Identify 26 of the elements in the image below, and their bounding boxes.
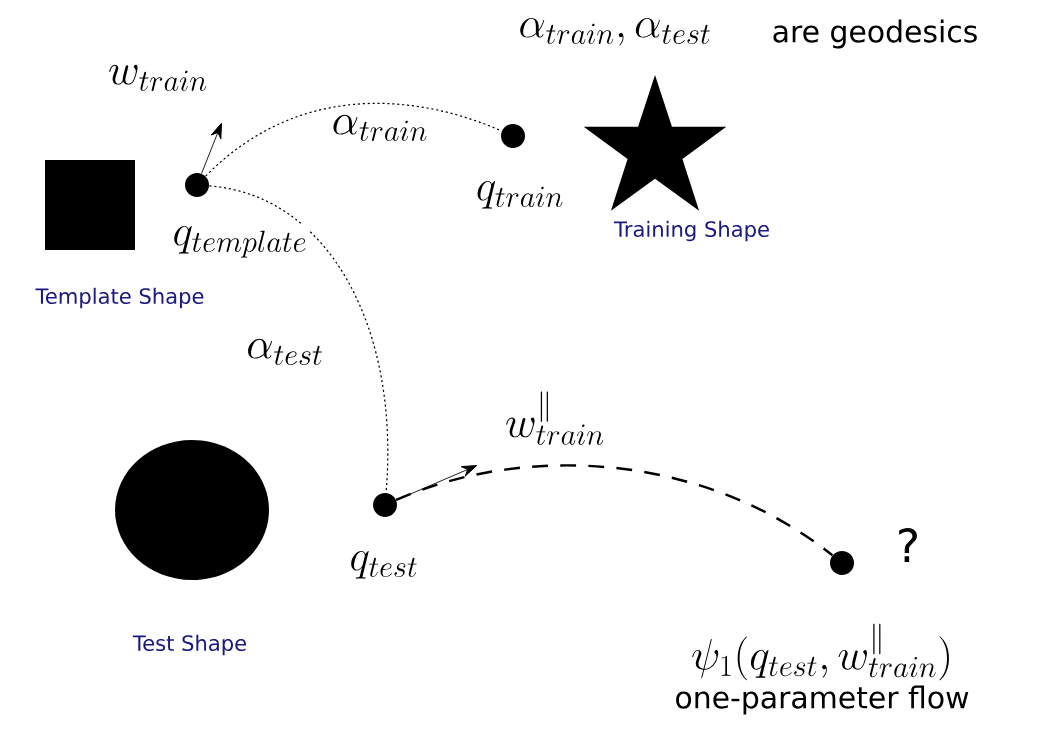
shape-caption: Test Shape xyxy=(131,633,249,657)
ellipse-shape xyxy=(115,440,269,580)
edge-label: $\alpha_{test}$ xyxy=(244,337,326,367)
point-dot xyxy=(185,173,209,197)
shape-caption: Template Shape xyxy=(33,286,207,310)
note-formula: $\alpha_{train}, \alpha_{test}$ xyxy=(516,16,714,48)
square-shape xyxy=(45,160,135,250)
point-dot xyxy=(373,493,397,517)
dashed-curve xyxy=(205,102,503,177)
dashed-curve xyxy=(208,185,389,494)
point-label: $q_{test}$ xyxy=(347,549,421,581)
point-label: $q_{template}$ xyxy=(170,224,310,260)
flow-formula: $\psi_1(q_{test}, w^{\parallel}_{train})$ xyxy=(689,622,955,682)
point-label: $q_{train}$ xyxy=(474,179,566,211)
point-dot xyxy=(501,124,525,148)
note-text: are geodesics xyxy=(769,17,981,51)
dashed-curve xyxy=(395,464,834,557)
star-shape xyxy=(583,75,727,211)
edge-label: $w_{train}$ xyxy=(106,63,210,93)
point-dot xyxy=(830,551,854,575)
node-label: one-parameter flow xyxy=(672,683,972,717)
arrow xyxy=(201,122,222,174)
edge-label: $\alpha_{train}$ xyxy=(329,113,431,143)
shape-caption: Training Shape xyxy=(612,219,772,243)
edge-label: $w^{\parallel}_{train}$ xyxy=(503,389,607,447)
point-label: ? xyxy=(894,526,922,564)
